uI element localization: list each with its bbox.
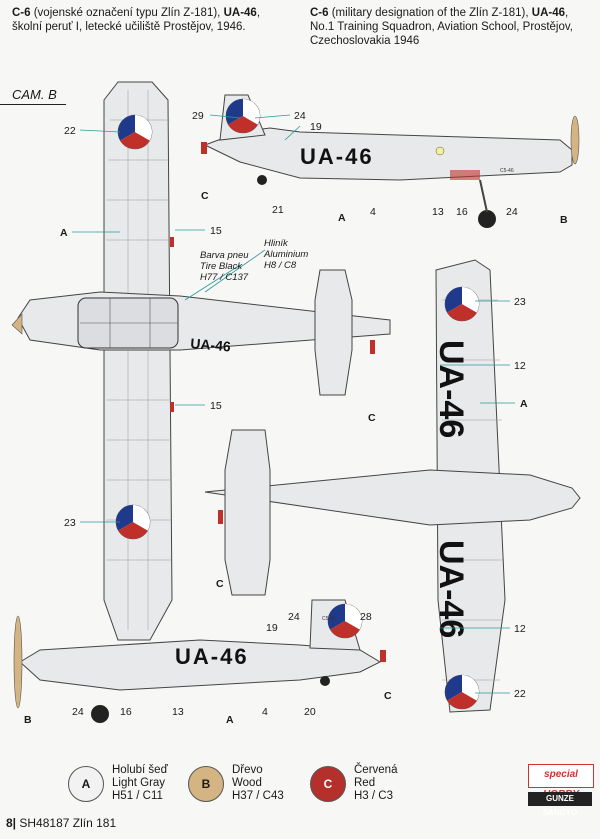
spinner-code: H8 / C8	[264, 260, 297, 271]
legend-code: H51 / C11	[112, 790, 163, 802]
underside-reg-1: UA-46	[432, 340, 470, 438]
header-cz-text2: ,	[256, 7, 261, 19]
kit-title: Zlín 181	[72, 816, 117, 830]
callout: C	[384, 690, 392, 702]
scheme-title: CAM. B	[12, 87, 57, 102]
callout: 24	[72, 706, 84, 718]
underside-reg-2: UA-46	[432, 540, 470, 638]
callout: B	[560, 214, 568, 226]
header-en: C-6 (military designation of the Zlín Z-…	[310, 6, 590, 48]
callout: 19	[310, 121, 322, 133]
scheme-rule	[0, 104, 66, 105]
callout: B	[24, 714, 32, 726]
callout: 24	[288, 611, 300, 623]
header-en-text1: (military designation of the Zlín Z-181)…	[328, 7, 532, 19]
callout: 24	[506, 206, 518, 218]
legend-cz: Holubí šeď	[112, 764, 168, 776]
side-bottom-small-reg: C5-46	[322, 616, 336, 622]
header-en-line3: Czechoslovakia 1946	[310, 35, 420, 47]
side-view-bottom	[13, 599, 386, 723]
callout: 24	[294, 110, 306, 122]
callout: 28	[360, 611, 372, 623]
callout: 12	[514, 360, 526, 372]
callout: 23	[514, 296, 526, 308]
spinner-en: Aluminium	[264, 249, 309, 260]
legend-swatch: C	[310, 766, 346, 802]
tire-code: H77 / C137	[200, 272, 249, 283]
tire-en: Tire Black	[200, 261, 243, 272]
callout: A	[520, 398, 528, 410]
header-cz: C-6 (vojenské označení typu Zlín Z-181),…	[12, 6, 302, 34]
header-en-reg: UA-46	[531, 7, 566, 19]
header-cz-code: C-6	[12, 7, 31, 19]
legend-cz: Červená	[354, 764, 398, 776]
legend-code: H37 / C43	[232, 790, 284, 802]
plan-view-top	[11, 81, 391, 641]
side-top-reg: UA-46	[300, 144, 374, 169]
callout: C	[216, 578, 224, 590]
callout: 13	[432, 206, 444, 218]
header-en-code: C-6	[310, 7, 329, 19]
header-cz-text1: (vojenské označení typu Zlín Z-181),	[30, 7, 224, 19]
underside-view	[204, 259, 581, 713]
spinner-note: Hliník Aluminium H8 / C8	[264, 238, 308, 271]
callout: C	[201, 190, 209, 202]
callout: 16	[456, 206, 468, 218]
callout: 29	[192, 110, 204, 122]
callout: 22	[64, 125, 76, 137]
callout: 15	[210, 225, 222, 237]
callout: A	[60, 227, 68, 239]
legend-en: Red	[354, 777, 376, 789]
callout: C	[368, 412, 376, 424]
callout: A	[226, 714, 234, 726]
side-top-small-reg: C5-46	[500, 168, 514, 174]
callout: 4	[262, 706, 268, 718]
header-en-line2: No.1 Training Squadron, Aviation School,…	[310, 21, 573, 33]
callout: 4	[370, 206, 376, 218]
callout: 15	[210, 400, 222, 412]
callout: 20	[304, 706, 316, 718]
gunze-sangyo-logo: GUNZE SANGYO	[528, 792, 592, 817]
footer: 8| SH48187 Zlín 181	[6, 816, 116, 830]
page-number: 8|	[6, 816, 17, 830]
special-hobby-logo: special HOBBY	[528, 764, 594, 800]
legend-swatch: B	[188, 766, 224, 802]
callout: 13	[172, 706, 184, 718]
callout: 21	[272, 204, 284, 216]
side-view-top	[201, 94, 580, 228]
plan-view-reg: UA-46	[190, 335, 232, 354]
legend-cz: Dřevo	[232, 764, 263, 776]
callout: 23	[64, 517, 76, 529]
header-cz-reg: UA-46	[223, 7, 257, 19]
header-cz-line2: školní peruť I, letecké učiliště Prostěj…	[12, 21, 246, 33]
header-en-text2: ,	[565, 7, 569, 19]
callout: 12	[514, 623, 526, 635]
spinner-cz: Hliník	[264, 238, 288, 249]
callout: 19	[266, 622, 278, 634]
callout: 22	[514, 688, 526, 700]
legend-en: Wood	[232, 777, 262, 789]
callout: 16	[120, 706, 132, 718]
tire-note: Barva pneu Tire Black H77 / C137	[200, 250, 249, 283]
legend-en: Light Gray	[112, 777, 166, 789]
callout: A	[338, 212, 346, 224]
tire-cz: Barva pneu	[200, 250, 249, 261]
side-bottom-reg: UA-46	[175, 644, 249, 669]
kit-code: SH48187	[19, 816, 70, 830]
legend-swatch: A	[68, 766, 104, 802]
legend-code: H3 / C3	[354, 790, 393, 802]
